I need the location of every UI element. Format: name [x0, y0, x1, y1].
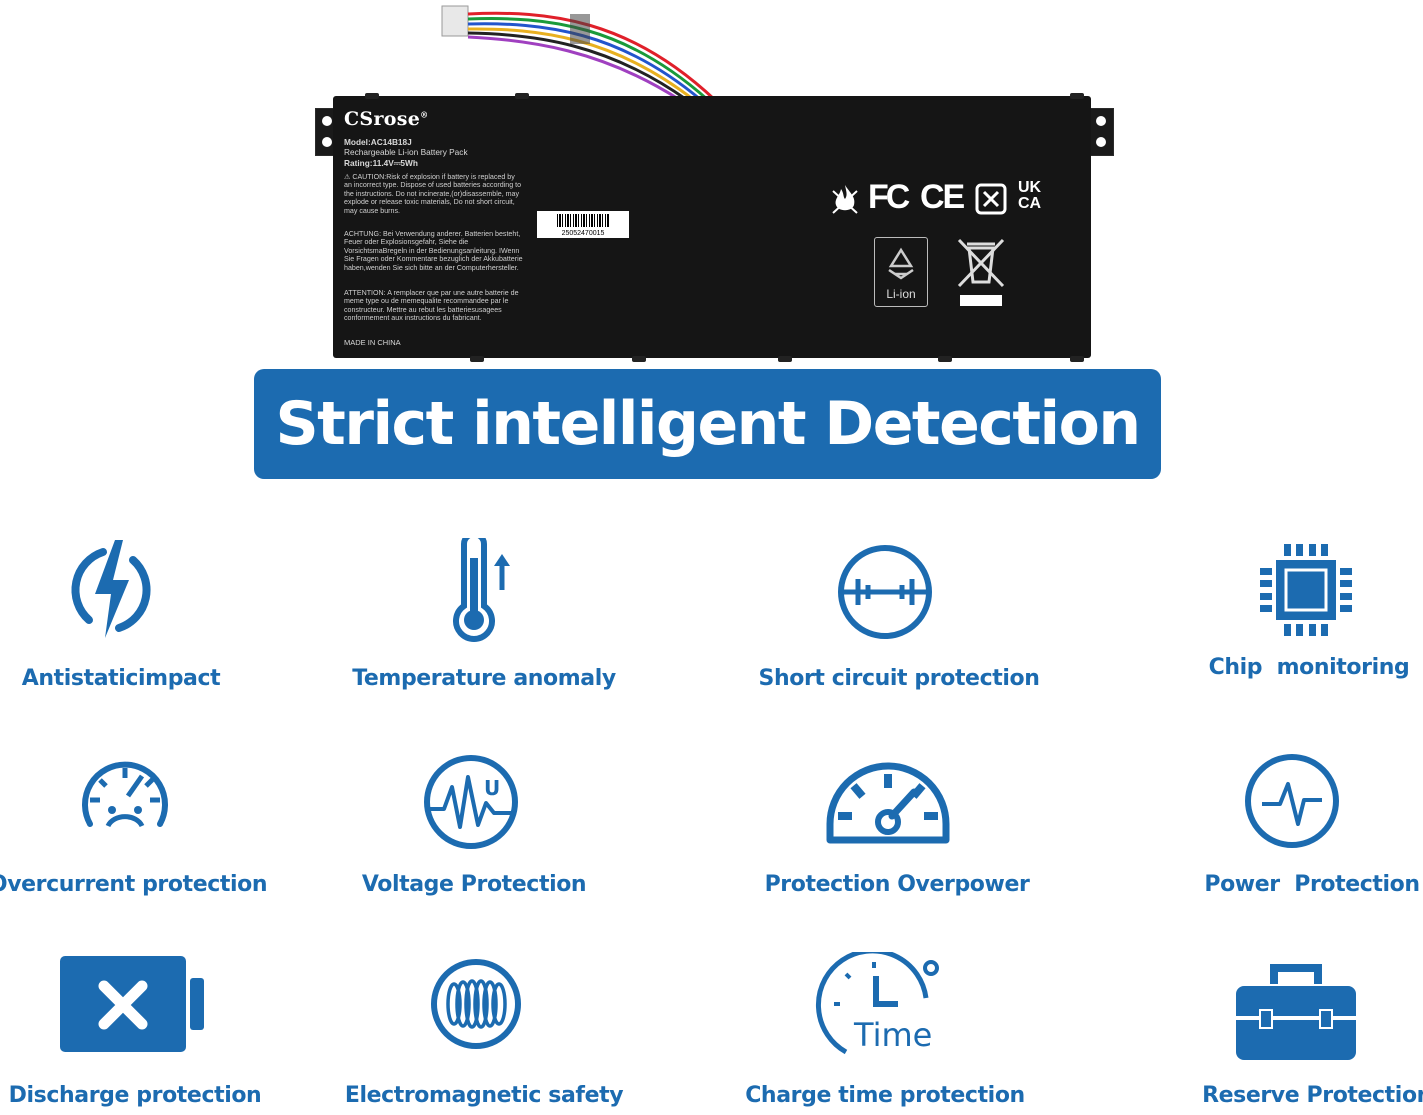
recycle-label-text: Li-ion	[886, 287, 916, 301]
feature-label-overcurrent: Overcurrent protection	[0, 872, 268, 897]
recycle-label: Li-ion	[874, 237, 928, 307]
weee-bar	[960, 295, 1002, 306]
feature-label-reserve: Reserve Protection	[1202, 1083, 1423, 1108]
recycle-icon	[888, 247, 914, 280]
battery-made-in: MADE IN CHINA	[344, 338, 401, 347]
pulse-icon	[1245, 754, 1339, 848]
voltage-letter: U	[484, 776, 500, 800]
feature-label-discharge: Discharge protection	[8, 1083, 262, 1108]
feature-label-power: Power Protection	[1204, 872, 1420, 897]
weee-bin-icon	[957, 238, 1005, 288]
battery-type: Rechargeable Li-ion Battery Pack	[344, 147, 468, 157]
clock-icon: Time	[815, 952, 939, 1055]
thermometer-icon	[453, 538, 510, 642]
fcc-mark-icon: FC	[868, 178, 910, 216]
lightning-icon	[71, 540, 151, 638]
battery-brand: CSrose®	[344, 108, 429, 130]
feature-label-overpower: Protection Overpower	[764, 872, 1030, 897]
chip-icon	[1260, 544, 1352, 636]
feature-label-charge-time: Charge time protection	[745, 1083, 1025, 1108]
feature-label-electromagnetic: Electromagnetic safety	[344, 1083, 624, 1108]
battery-model: Model:AC14B18J	[344, 137, 412, 147]
toolbox-icon	[1236, 964, 1356, 1060]
feature-label-short-circuit: Short circuit protection	[758, 666, 1040, 691]
feature-label-antistatic: Antistaticimpact	[21, 666, 221, 691]
feature-label-chip: Chip monitoring	[1208, 655, 1410, 680]
flame-icon	[832, 185, 858, 214]
battery-attention-text: ATTENTION: A remplacer que par une autre…	[344, 289, 519, 323]
battery-caution-text: ⚠ CAUTION:Risk of explosion if battery i…	[344, 173, 522, 215]
cable-icon	[441, 5, 717, 102]
barcode-icon	[557, 214, 609, 227]
clock-text: Time	[853, 1016, 932, 1054]
battery-image: CSrose® Model:AC14B18J Rechargeable Li-i…	[0, 0, 1423, 365]
short-circuit-icon	[838, 545, 932, 639]
sad-gauge-icon	[82, 761, 168, 828]
voltage-icon: U	[424, 755, 518, 849]
speedometer-icon	[826, 762, 950, 844]
barcode-label: 25052470015	[537, 211, 629, 238]
battery-body	[333, 96, 1091, 358]
battery-rating: Rating:11.4V⎓5Wh	[344, 158, 418, 168]
banner-title: Strict intelligent Detection	[275, 389, 1141, 459]
battery-mount-tab-right	[1088, 108, 1114, 156]
barcode-number: 25052470015	[561, 230, 605, 237]
rcm-mark-icon	[975, 183, 1007, 215]
battery-x-icon	[60, 956, 204, 1052]
detection-banner: Strict intelligent Detection	[254, 369, 1161, 479]
feature-label-temperature: Temperature anomaly	[352, 666, 616, 691]
battery-achtung-text: ACHTUNG: Bei Verwendung anderer. Batteri…	[344, 230, 523, 272]
feature-label-voltage: Voltage Protection	[361, 872, 587, 897]
ce-mark-icon: CE	[920, 178, 965, 216]
coil-icon	[431, 959, 521, 1049]
